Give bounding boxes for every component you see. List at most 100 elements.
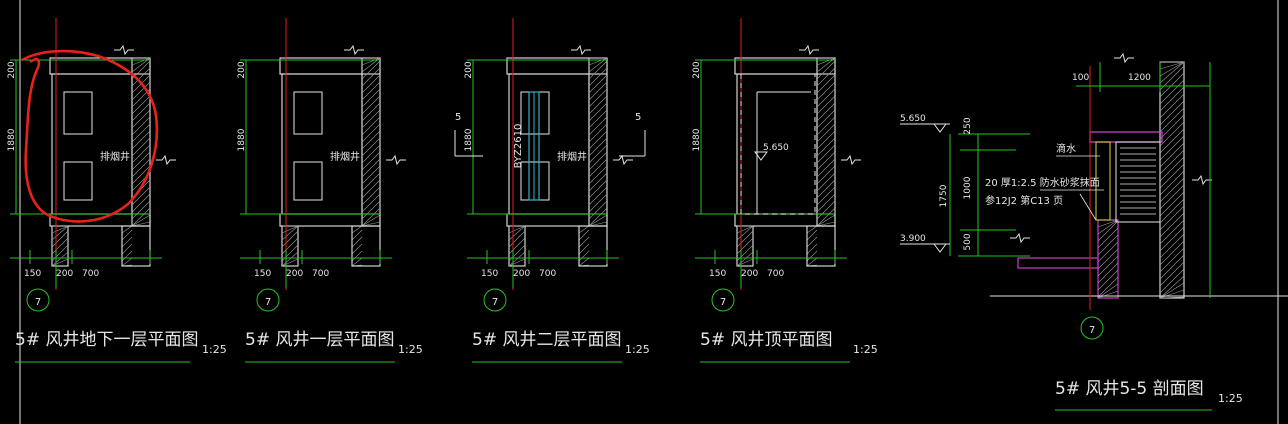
hatch-line (131, 158, 151, 178)
hatch-line (51, 230, 69, 248)
hatch-line (361, 60, 381, 80)
axis-bubble-label: 7 (720, 297, 726, 308)
wall-leg-right (806, 225, 836, 267)
hatch-line (1159, 170, 1185, 196)
hatch-line (588, 221, 608, 227)
hatch-line (1159, 226, 1185, 252)
hatch-line (361, 193, 381, 213)
hatch-line (1159, 61, 1185, 70)
dim-top-text: 200 (7, 61, 17, 78)
hatch-line (131, 81, 151, 101)
hatch-line (361, 109, 381, 129)
hatch-line (1159, 219, 1185, 245)
hatch-line (588, 144, 608, 164)
hatch-line (588, 172, 608, 192)
hatch-line (131, 102, 151, 122)
axis-bubble-label: 7 (492, 297, 498, 308)
hatch-line (588, 151, 608, 171)
hatch-line (1097, 219, 1119, 228)
louver-tag: BYZ2610 (513, 124, 524, 169)
break-mark-right (613, 154, 633, 166)
dim-bottom-2: 200 (513, 269, 530, 279)
section-title: 5# 风井5-5 剖面图 (1055, 379, 1204, 399)
hatch-line (588, 57, 608, 66)
dim-bottom-1: 150 (481, 269, 498, 279)
hatch-line (1159, 128, 1185, 154)
axis-bubble-label: 7 (35, 297, 41, 308)
grille-upper (63, 91, 93, 135)
hatch-line (281, 237, 299, 255)
hatch-line (816, 193, 836, 213)
hatch-line (361, 116, 381, 136)
hatch-line (361, 207, 381, 227)
section-scale: 1:25 (1218, 392, 1243, 405)
cut-mark-right: 5 (635, 112, 641, 123)
hatch-line (121, 229, 133, 241)
hatch-line (1097, 255, 1119, 277)
hatch-line (806, 257, 818, 267)
wall-leg-right (351, 225, 381, 267)
section-louver (1115, 141, 1161, 223)
note-leader-3 (1079, 193, 1097, 221)
hatch-line (816, 57, 836, 66)
dim-left-text: 1880 (464, 128, 474, 151)
hatch-line (588, 137, 608, 157)
dim-bottom-3: 700 (767, 269, 784, 279)
roof-outline-dashed (740, 73, 816, 215)
hatch-line (1097, 219, 1119, 235)
hatch-line (806, 225, 818, 234)
hatch-line (1159, 261, 1185, 287)
dim-top-text: 200 (237, 61, 247, 78)
dim-bottom-3: 700 (312, 269, 329, 279)
hatch-line (1159, 121, 1185, 147)
hatch-line (361, 221, 381, 227)
hatch-line (588, 193, 608, 213)
hatch-line (588, 130, 608, 150)
hatch-line (816, 158, 836, 178)
hatch-line (121, 250, 133, 262)
hatch-line (736, 230, 754, 248)
hatch-line (1159, 275, 1185, 299)
section-dim-v-3: 500 (963, 233, 973, 250)
hatch-line (588, 81, 608, 101)
section-right-wall-hatch (1159, 61, 1185, 299)
hatch-line (588, 60, 608, 80)
hatch-line (281, 258, 299, 267)
hatch-line (816, 151, 836, 171)
hatch-line (508, 225, 526, 241)
hatch-line (51, 237, 69, 255)
hatch-line (361, 74, 381, 94)
wall-leg-hatch (736, 225, 754, 267)
hatch-line (1159, 296, 1185, 299)
hatch-line (361, 88, 381, 108)
hatch-line (508, 225, 526, 234)
hatch-line (508, 251, 526, 267)
hatch-line (1097, 241, 1119, 263)
dim-top-text: 200 (692, 61, 702, 78)
hatch-line (816, 81, 836, 101)
hatch-line (351, 243, 363, 255)
hatch-line (736, 225, 754, 241)
hatch-line (588, 158, 608, 178)
hatch-line (816, 102, 836, 122)
hatch-line (508, 258, 526, 267)
hatch-line (281, 225, 299, 241)
hatch-line (578, 236, 590, 248)
hatch-line (51, 251, 69, 267)
level-triangle (754, 151, 768, 161)
hatch-line (131, 200, 151, 220)
hatch-line (51, 258, 69, 267)
section-louver-frame (1095, 141, 1111, 221)
hatch-line (816, 123, 836, 143)
hatch-line (1159, 163, 1185, 189)
dim-bottom-2: 200 (286, 269, 303, 279)
plan-scale: 1:25 (853, 343, 878, 356)
axis-bubble (26, 288, 50, 312)
hatch-line (121, 225, 133, 234)
level-top-triangle (933, 123, 947, 133)
hatch-line (816, 88, 836, 108)
hatch-line (588, 179, 608, 199)
